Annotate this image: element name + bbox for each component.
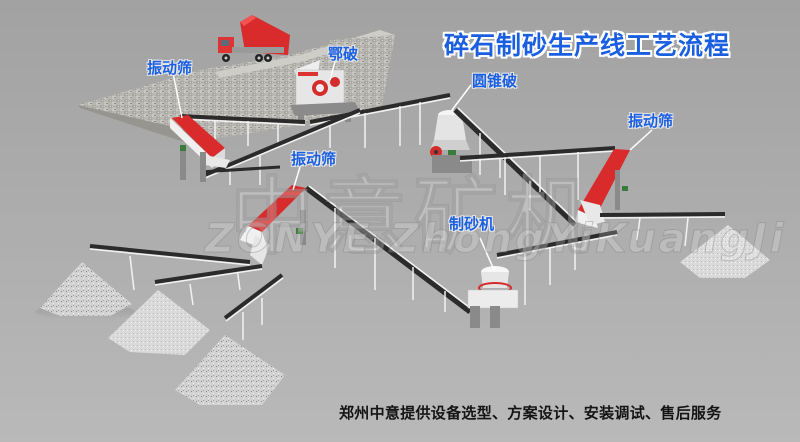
- conveyor-to-pile-3: [223, 273, 284, 340]
- label-vibrating-screen-2: 振动筛: [291, 150, 337, 168]
- conveyor-screen3-to-pile: [599, 212, 726, 247]
- vibrating-screen-1: [170, 115, 230, 182]
- label-vibrating-screen-3: 振动筛: [628, 112, 674, 130]
- label-sand-making-machine: 制砂机: [449, 215, 495, 233]
- conveyor-screen1-outlet: [199, 108, 361, 185]
- pile-sand-2: [108, 290, 210, 355]
- label-jaw-crusher: 鄂破: [328, 45, 359, 63]
- label-vibrating-screen-1: 振动筛: [147, 59, 193, 77]
- dump-truck: [218, 15, 290, 62]
- label-leader-lines: [172, 57, 653, 271]
- pile-aggregate-1: [35, 262, 135, 320]
- conveyor-to-pile-2: [154, 264, 263, 306]
- pile-aggregate-4: [680, 225, 770, 278]
- conveyor-cone-to-screen3: [453, 107, 579, 227]
- label-cone-crusher: 圆锥破: [472, 72, 518, 90]
- page-title: 碎石制砂生产线工艺流程: [444, 31, 731, 60]
- jaw-crusher: [290, 60, 360, 124]
- vibrating-screen-3: [575, 149, 630, 228]
- conveyor-return-to-screen3: [459, 146, 616, 200]
- conveyor-to-sand-maker: [496, 230, 618, 305]
- pile-aggregate-3: [175, 335, 285, 405]
- vibrating-screen-2: [240, 185, 306, 265]
- conveyor-screen2-to-sand-maker: [304, 185, 474, 314]
- cone-crusher: [430, 110, 472, 173]
- sand-making-machine: [467, 266, 519, 328]
- watermark-chinese: 中意矿机: [229, 168, 599, 267]
- watermark-english: ZONYE ZhongYiKuangJi: [204, 216, 787, 263]
- service-tagline: 郑州中意提供设备选型、方案设计、安装调试、售后服务: [339, 404, 722, 422]
